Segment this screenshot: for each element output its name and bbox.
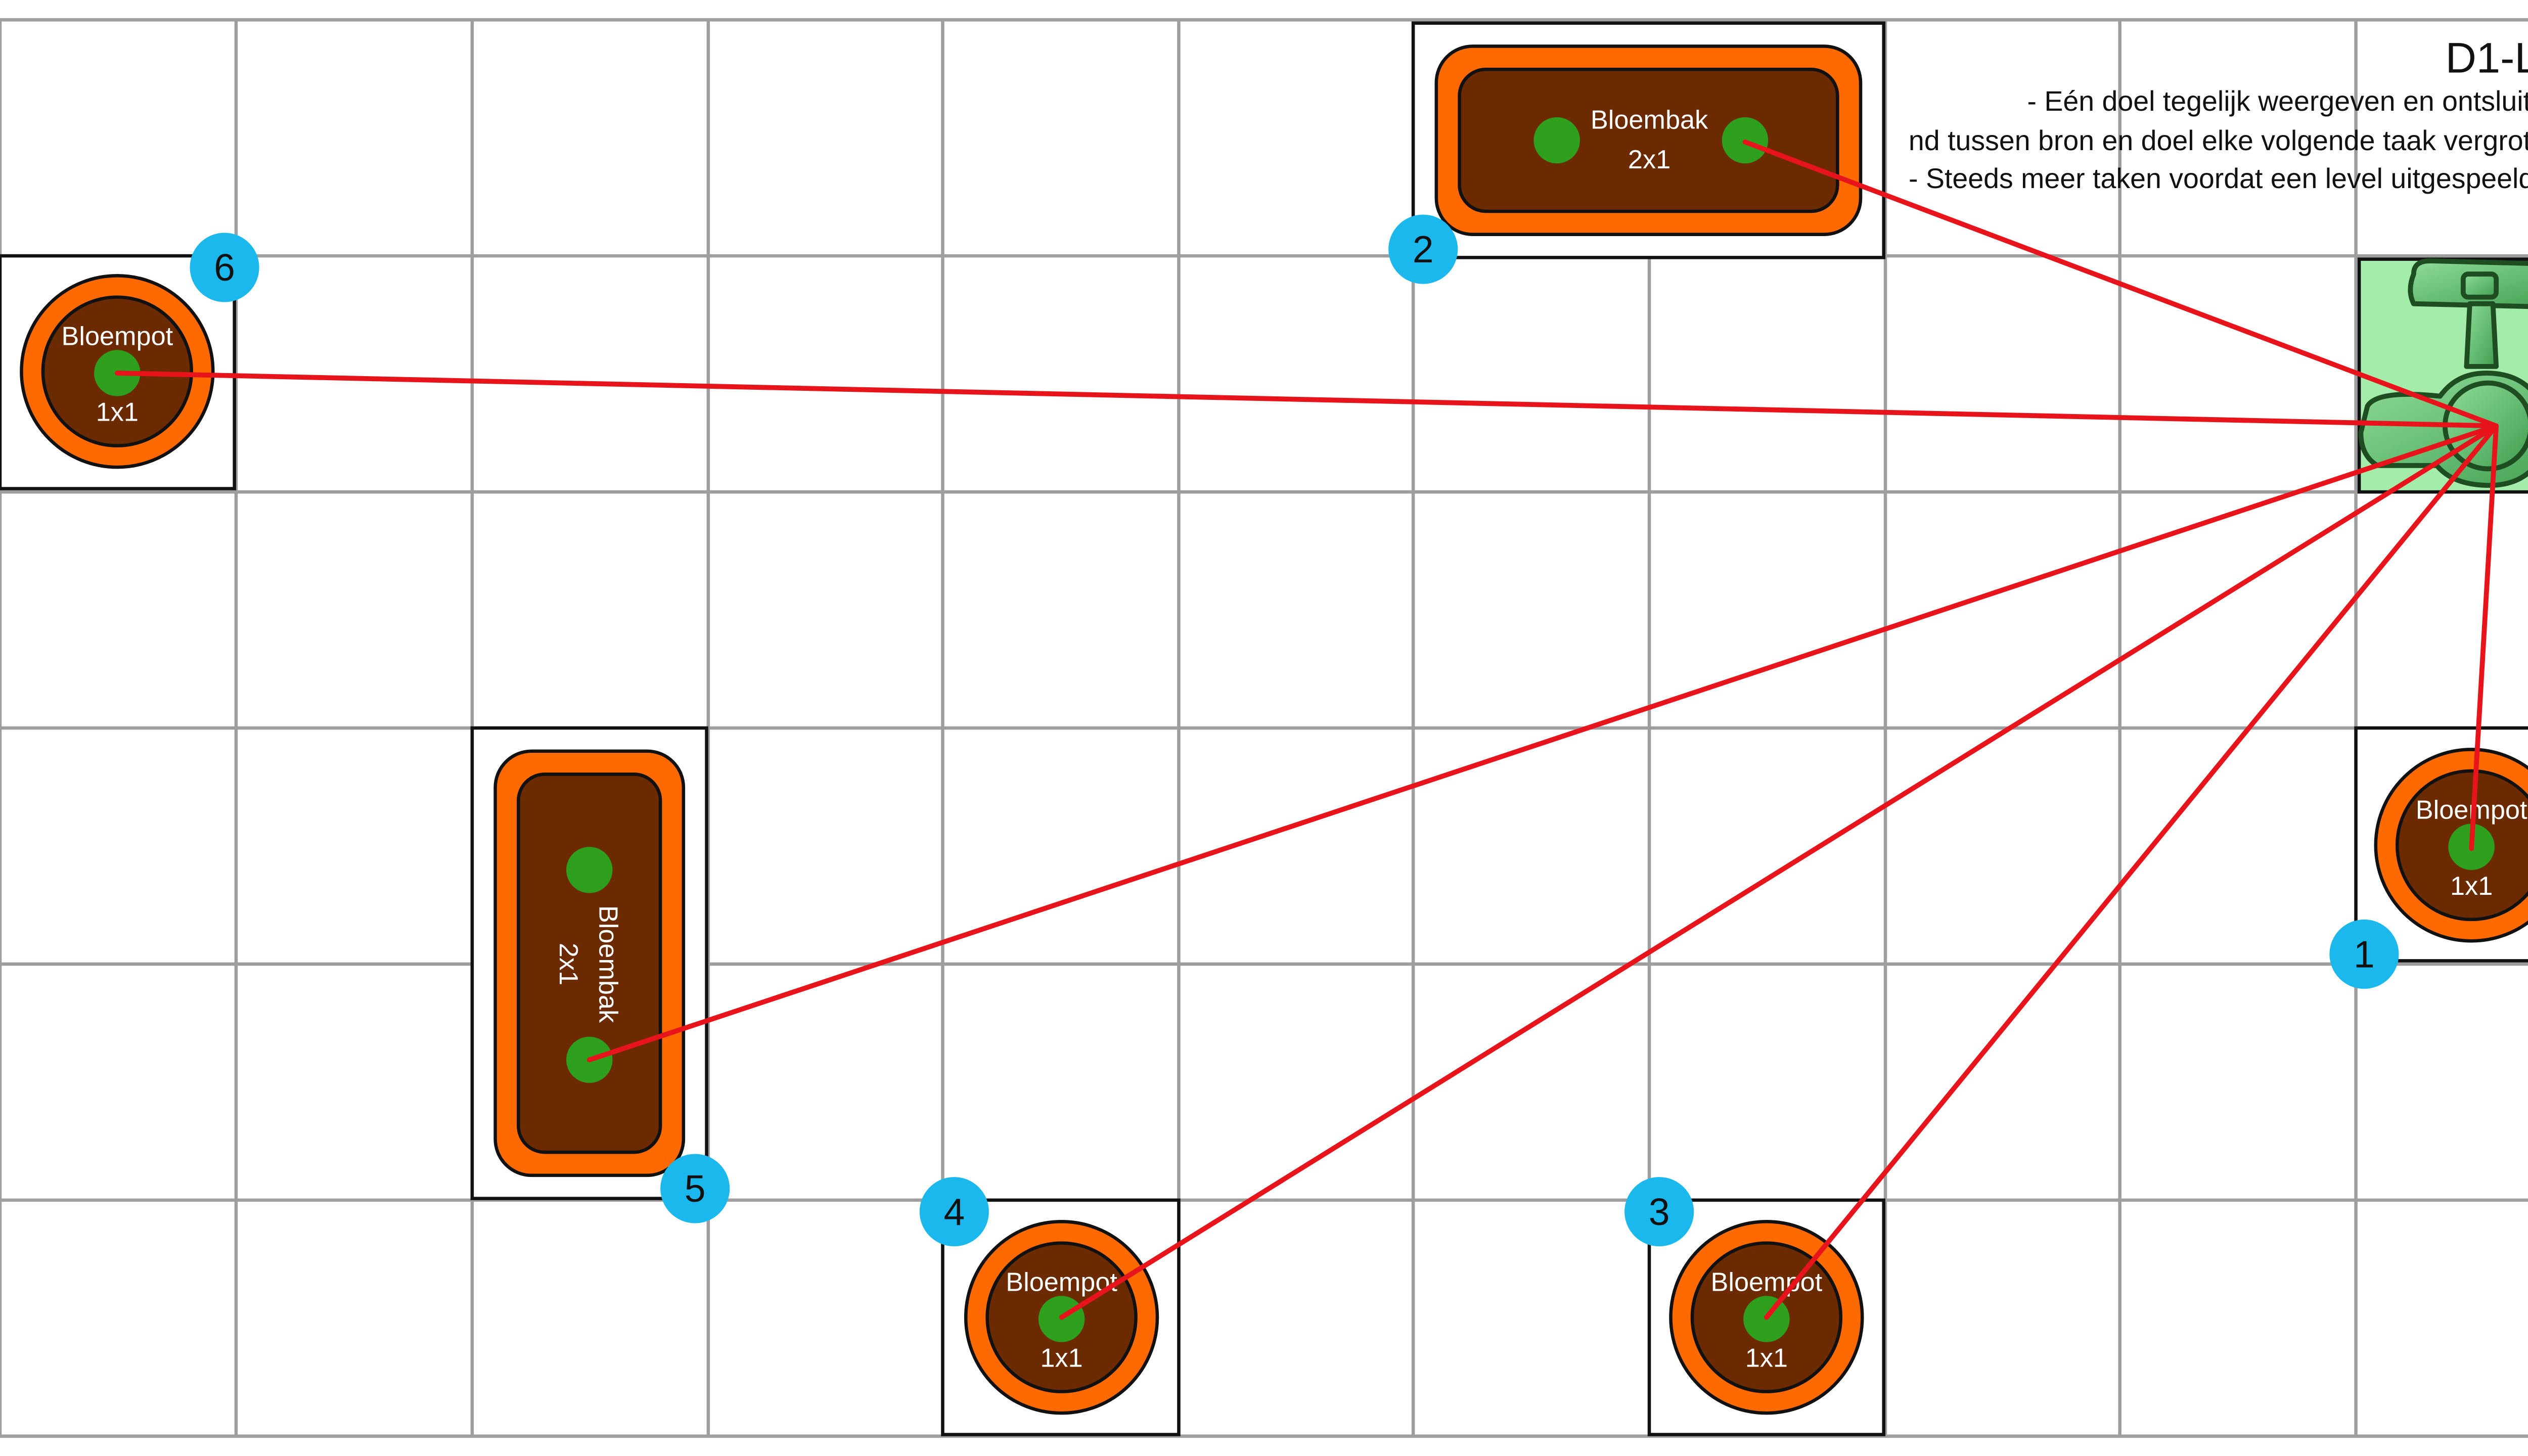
badge-number: 1 xyxy=(2354,933,2375,975)
target-size: 1x1 xyxy=(96,398,139,427)
connector-line-2 xyxy=(1742,139,2499,429)
target-size: 1x1 xyxy=(1745,1344,1788,1373)
badge-number: 3 xyxy=(1649,1191,1670,1233)
badge-number: 2 xyxy=(1413,228,1434,270)
order-badge-3: 3 xyxy=(1624,1177,1694,1247)
order-badge-4: 4 xyxy=(919,1177,989,1247)
badge-circle xyxy=(919,1177,989,1247)
target-size: 1x1 xyxy=(1040,1344,1082,1373)
target-label: Bloembak xyxy=(593,905,622,1023)
flower-planter-5[interactable]: Bloembak 2x1 xyxy=(470,726,708,1200)
connector-line-3 xyxy=(1764,423,2499,1320)
level-note-2: nd tussen bron en doel elke volgende taa… xyxy=(1909,125,2528,156)
planter-soil xyxy=(1458,67,1839,213)
connectors xyxy=(114,139,2499,1320)
target-size: 2x1 xyxy=(554,943,583,985)
badge-circle xyxy=(2329,919,2399,989)
plant-spot xyxy=(566,847,613,893)
level-note-1: - Eén doel tegelijk weergeven en ontslui… xyxy=(2027,85,2528,117)
target-size: 1x1 xyxy=(2450,872,2493,901)
badge-number: 6 xyxy=(214,246,235,289)
badge-circle xyxy=(1388,214,1458,284)
plant-spot xyxy=(1533,117,1580,164)
connector-line-4 xyxy=(1059,423,2499,1320)
target-size: 2x1 xyxy=(1628,145,1671,174)
targets: Bloempot1x1Bloembak2x1Bloempot1x1Bloempo… xyxy=(0,21,2528,1436)
target-label: Bloempot xyxy=(62,322,173,351)
target-label: Bloembak xyxy=(1591,106,1708,135)
level-note-3: - Steeds meer taken voordat een level ui… xyxy=(1909,163,2528,194)
connector-line-6 xyxy=(114,371,2499,429)
level-code: D1-L5 xyxy=(2446,34,2528,82)
badge-circle xyxy=(660,1154,730,1223)
order-badge-6: 6 xyxy=(190,233,259,302)
grid xyxy=(0,18,2528,1438)
flower-pot-6[interactable]: Bloempot 1x1 xyxy=(0,254,236,490)
badge-number: 4 xyxy=(943,1191,965,1233)
order-badge-1: 1 xyxy=(2329,919,2399,989)
badge-circle xyxy=(1624,1177,1694,1247)
order-badge-2: 2 xyxy=(1388,214,1458,284)
badge-circle xyxy=(190,233,259,302)
planter-soil xyxy=(517,772,662,1154)
order-badges: 1 2 3 4 5 6 xyxy=(190,214,2399,1247)
connector-line-5 xyxy=(586,423,2499,1063)
connector-line-1 xyxy=(2469,423,2499,851)
badge-number: 5 xyxy=(685,1167,706,1210)
order-badge-5: 5 xyxy=(660,1154,730,1223)
flower-planter-2[interactable]: Bloembak 2x1 xyxy=(1411,21,1885,259)
